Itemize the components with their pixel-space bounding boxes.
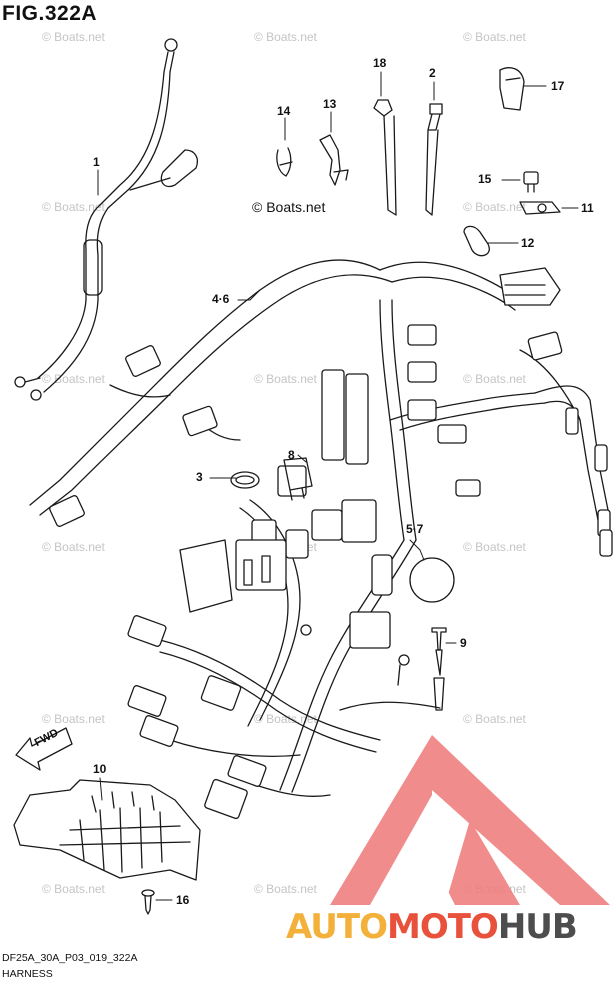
watermark: © Boats.net bbox=[463, 372, 526, 386]
screw-part-16 bbox=[141, 889, 155, 915]
callout-15[interactable]: 15 bbox=[478, 172, 492, 186]
callout-16[interactable]: 16 bbox=[176, 893, 190, 907]
watermark: © Boats.net bbox=[42, 372, 105, 386]
watermark: © Boats.net bbox=[42, 30, 105, 44]
clamp-part-12 bbox=[463, 225, 490, 257]
callout-14[interactable]: 14 bbox=[277, 104, 291, 118]
harness-connectors bbox=[49, 267, 613, 820]
watermark: © Boats.net bbox=[254, 882, 317, 896]
relay-part-8 bbox=[283, 457, 313, 501]
watermark: © Boats.net bbox=[254, 712, 317, 726]
callout-10[interactable]: 10 bbox=[93, 762, 107, 776]
watermark: © Boats.net bbox=[254, 30, 317, 44]
figure-code: DF25A_30A_P03_019_322A bbox=[2, 952, 138, 964]
grommet-part-3 bbox=[230, 471, 260, 489]
callout-4-6[interactable]: 4·6 bbox=[212, 292, 230, 306]
callout-3[interactable]: 3 bbox=[196, 470, 203, 484]
clip-part-14 bbox=[276, 147, 293, 177]
fwd-arrow bbox=[15, 727, 73, 771]
callout-8[interactable]: 8 bbox=[288, 448, 295, 462]
cable-tie-part-18 bbox=[373, 99, 397, 216]
callout-9[interactable]: 9 bbox=[460, 636, 467, 650]
clip-part-13 bbox=[319, 134, 349, 186]
callout-17[interactable]: 17 bbox=[551, 79, 565, 93]
callout-13[interactable]: 13 bbox=[323, 97, 337, 111]
callout-5-7[interactable]: 5·7 bbox=[406, 522, 424, 536]
watermark: © Boats.net bbox=[254, 372, 317, 386]
watermark: © Boats.net bbox=[42, 712, 105, 726]
callout-2[interactable]: 2 bbox=[429, 66, 436, 80]
callout-11[interactable]: 11 bbox=[581, 201, 594, 215]
pin-part-9 bbox=[431, 627, 447, 711]
cable-tie-part-2 bbox=[425, 103, 443, 216]
callout-1[interactable]: 1 bbox=[93, 155, 100, 169]
washer-part-11 bbox=[519, 201, 561, 215]
watermark: © Boats.net bbox=[463, 200, 526, 214]
callout-12[interactable]: 12 bbox=[521, 236, 535, 250]
battery-cable-part-1 bbox=[14, 38, 199, 401]
clamp-part-17 bbox=[499, 67, 525, 111]
callout-18[interactable]: 18 bbox=[373, 56, 387, 70]
automotohub-logo-triangle bbox=[330, 735, 610, 905]
watermark: © Boats.net bbox=[42, 200, 105, 214]
watermark: © Boats.net bbox=[42, 540, 105, 554]
watermark: © Boats.net bbox=[463, 712, 526, 726]
watermark: © Boats.net bbox=[463, 540, 526, 554]
watermark: © Boats.net bbox=[463, 30, 526, 44]
automotohub-logo-text: AUTOMOTOHUB bbox=[286, 907, 578, 947]
bolt-part-15 bbox=[523, 171, 539, 193]
leader-lines bbox=[97, 71, 579, 901]
figure-name: HARNESS bbox=[2, 968, 53, 980]
watermark: © Boats.net bbox=[42, 882, 105, 896]
center-watermark: © Boats.net bbox=[252, 199, 326, 215]
bracket-part-10 bbox=[13, 779, 201, 881]
figure-title: FIG.322A bbox=[2, 2, 98, 25]
